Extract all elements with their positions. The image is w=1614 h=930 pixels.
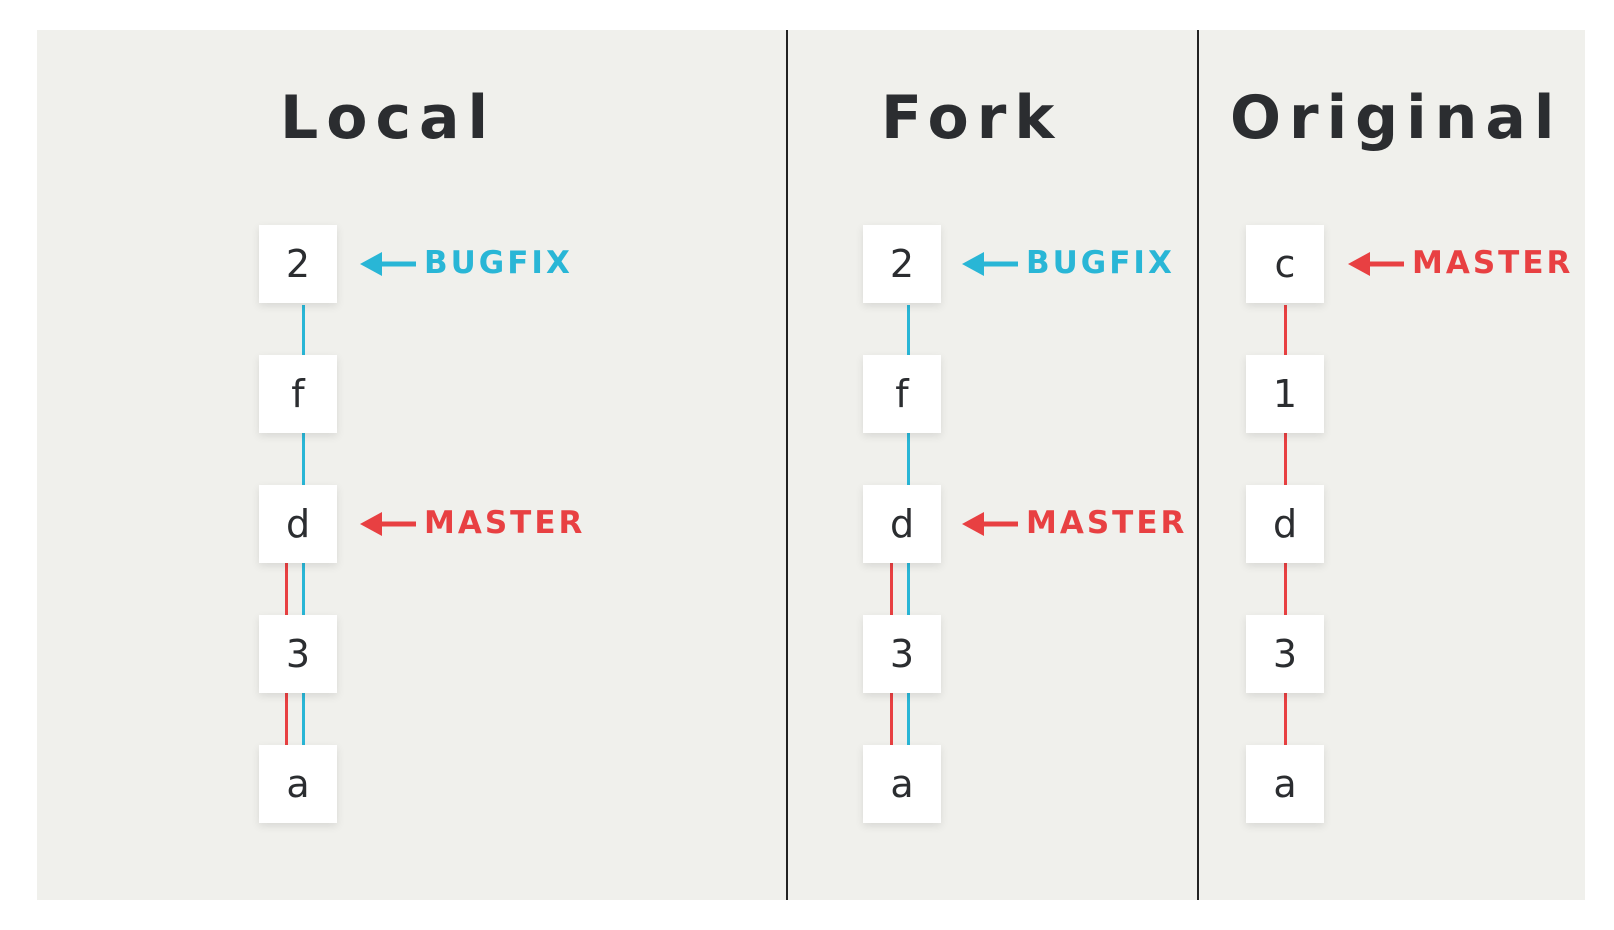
panel-title: Fork (881, 83, 1063, 153)
branch-label-text: MASTER (1026, 505, 1188, 541)
commit-node: d (863, 485, 941, 563)
commit-node: 1 (1246, 355, 1324, 433)
branch-label-text: BUGFIX (424, 245, 573, 281)
commit-node: d (259, 485, 337, 563)
branch-pointer-bugfix: BUGFIX (962, 248, 1175, 279)
left-arrow-icon (360, 251, 416, 276)
left-arrow-icon (360, 511, 416, 536)
commit-node: 2 (259, 225, 337, 303)
panel-divider (786, 30, 788, 900)
commit-node: d (1246, 485, 1324, 563)
panel-divider (1197, 30, 1199, 900)
branch-pointer-master: MASTER (962, 508, 1187, 539)
left-arrow-icon (962, 511, 1018, 536)
commit-node: 3 (1246, 615, 1324, 693)
branch-label-text: BUGFIX (1026, 245, 1175, 281)
commit-node: a (1246, 745, 1324, 823)
commit-node: 3 (259, 615, 337, 693)
branch-pointer-bugfix: BUGFIX (360, 248, 573, 279)
commit-node: c (1246, 225, 1324, 303)
branch-label-text: MASTER (1412, 245, 1574, 281)
commit-node: 3 (863, 615, 941, 693)
diagram-canvas: Local 2 f d 3 a BUGFIX MASTER Fork 2 f d… (37, 30, 1585, 900)
commit-node: a (863, 745, 941, 823)
branch-label-text: MASTER (424, 505, 586, 541)
commit-node: f (259, 355, 337, 433)
left-arrow-icon (1348, 251, 1404, 276)
panel-title: Local (280, 83, 497, 153)
panel-title: Original (1230, 83, 1563, 153)
branch-pointer-master: MASTER (1348, 248, 1573, 279)
commit-node: a (259, 745, 337, 823)
commit-node: 2 (863, 225, 941, 303)
branch-pointer-master: MASTER (360, 508, 585, 539)
left-arrow-icon (962, 251, 1018, 276)
commit-node: f (863, 355, 941, 433)
